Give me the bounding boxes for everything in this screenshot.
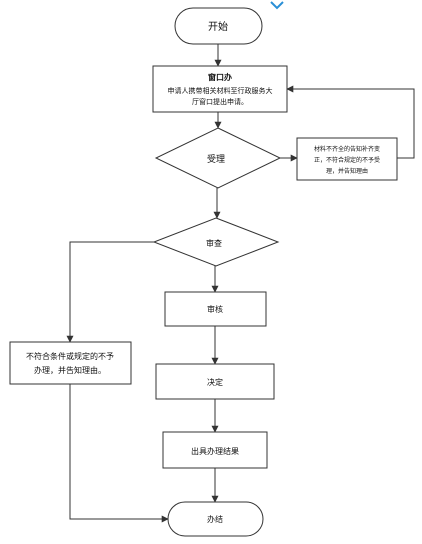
audit-label: 审核 — [207, 304, 223, 314]
window-desc-line1: 申请人携带相关材料至行政服务大 — [168, 86, 273, 95]
window-title: 窗口办 — [208, 72, 232, 82]
incomplete-line1: 材料不齐全的告知补齐变 — [314, 145, 380, 153]
review-decision: 审查 — [152, 217, 280, 267]
edge-review-to-reject — [66, 241, 154, 343]
edge-incomplete-back-to-window — [286, 85, 415, 159]
result-node: 出具办理结果 — [162, 431, 268, 469]
start-label: 开始 — [208, 20, 228, 33]
start-node: 开始 — [174, 7, 263, 45]
accept-decision: 受理 — [154, 127, 282, 189]
reject-box: 不符合条件或规定的不予 办理，并告知理由。 — [9, 341, 132, 385]
decision-label: 决定 — [207, 377, 223, 387]
incomplete-line2: 正，不符合规定的不予受 — [314, 156, 380, 164]
end-node: 办结 — [167, 501, 264, 537]
decision-node: 决定 — [155, 363, 275, 400]
review-label: 审查 — [206, 238, 222, 248]
window-process-node: 窗口办 申请人携带相关材料至行政服务大 厅窗口提出申请。 — [152, 65, 288, 113]
reject-line2: 办理，并告知理由。 — [34, 365, 106, 375]
incomplete-materials-box: 材料不齐全的告知补齐变 正，不符合规定的不予受 理，并告知理由 — [296, 137, 398, 181]
reject-line1: 不符合条件或规定的不予 — [26, 351, 114, 361]
accept-label: 受理 — [207, 153, 225, 165]
result-label: 出具办理结果 — [191, 446, 239, 456]
end-label: 办结 — [207, 514, 223, 524]
incomplete-line3: 理，并告知理由 — [326, 167, 368, 175]
edge-reject-to-end — [69, 384, 169, 523]
window-desc-line2: 厅窗口提出申请。 — [192, 97, 248, 106]
blue-accent-mark — [270, 1, 284, 10]
audit-node: 审核 — [164, 291, 267, 327]
